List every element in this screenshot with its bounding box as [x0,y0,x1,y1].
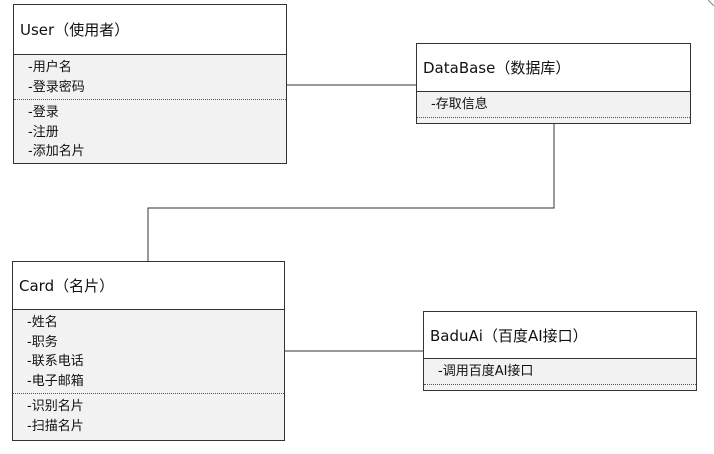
method: -扫描名片 [27,418,84,434]
class-database-body: -存取信息 [417,92,690,123]
class-baidu-ai-body: -调用百度AI接口 [424,359,696,390]
class-baidu-ai[interactable]: BaduAi（百度AI接口） -调用百度AI接口 [423,311,697,391]
class-card-methods: -识别名片 -扫描名片 [13,394,284,438]
attribute: -用户名 [28,60,72,75]
attribute: -存取信息 [431,97,488,112]
attribute: -电子邮箱 [27,373,84,389]
attribute: -登录密码 [28,79,85,95]
method: -识别名片 [27,399,84,414]
method: -注册 [28,124,59,140]
attribute: -调用百度AI接口 [438,364,534,379]
edge-database-card [147,124,555,261]
class-database[interactable]: DataBase（数据库） -存取信息 [416,43,691,124]
class-card-name: Card（名片） [13,262,284,310]
attribute: -联系电话 [27,354,84,369]
class-card-body: -姓名 -职务 -联系电话 -电子邮箱 -识别名片 -扫描名片 [13,310,284,440]
corner-mark [708,0,714,6]
class-database-name: DataBase（数据库） [417,44,690,92]
class-user-body: -用户名 -登录密码 -登录 -注册 -添加名片 [14,55,286,163]
class-card-attributes: -姓名 -职务 -联系电话 -电子邮箱 [13,310,284,394]
class-database-attributes: -存取信息 [417,92,690,118]
class-user-methods: -登录 -注册 -添加名片 [14,100,286,164]
method: -添加名片 [28,144,85,159]
class-user-name: User（使用者） [14,5,286,55]
class-card[interactable]: Card（名片） -姓名 -职务 -联系电话 -电子邮箱 -识别名片 -扫描名片 [12,261,285,441]
class-user[interactable]: User（使用者） -用户名 -登录密码 -登录 -注册 -添加名片 [13,4,287,164]
class-user-attributes: -用户名 -登录密码 [14,55,286,100]
class-baidu-ai-name: BaduAi（百度AI接口） [424,312,696,359]
attribute: -姓名 [27,315,58,330]
class-baidu-ai-attributes: -调用百度AI接口 [424,359,696,385]
method: -登录 [28,105,59,120]
attribute: -职务 [27,334,58,350]
